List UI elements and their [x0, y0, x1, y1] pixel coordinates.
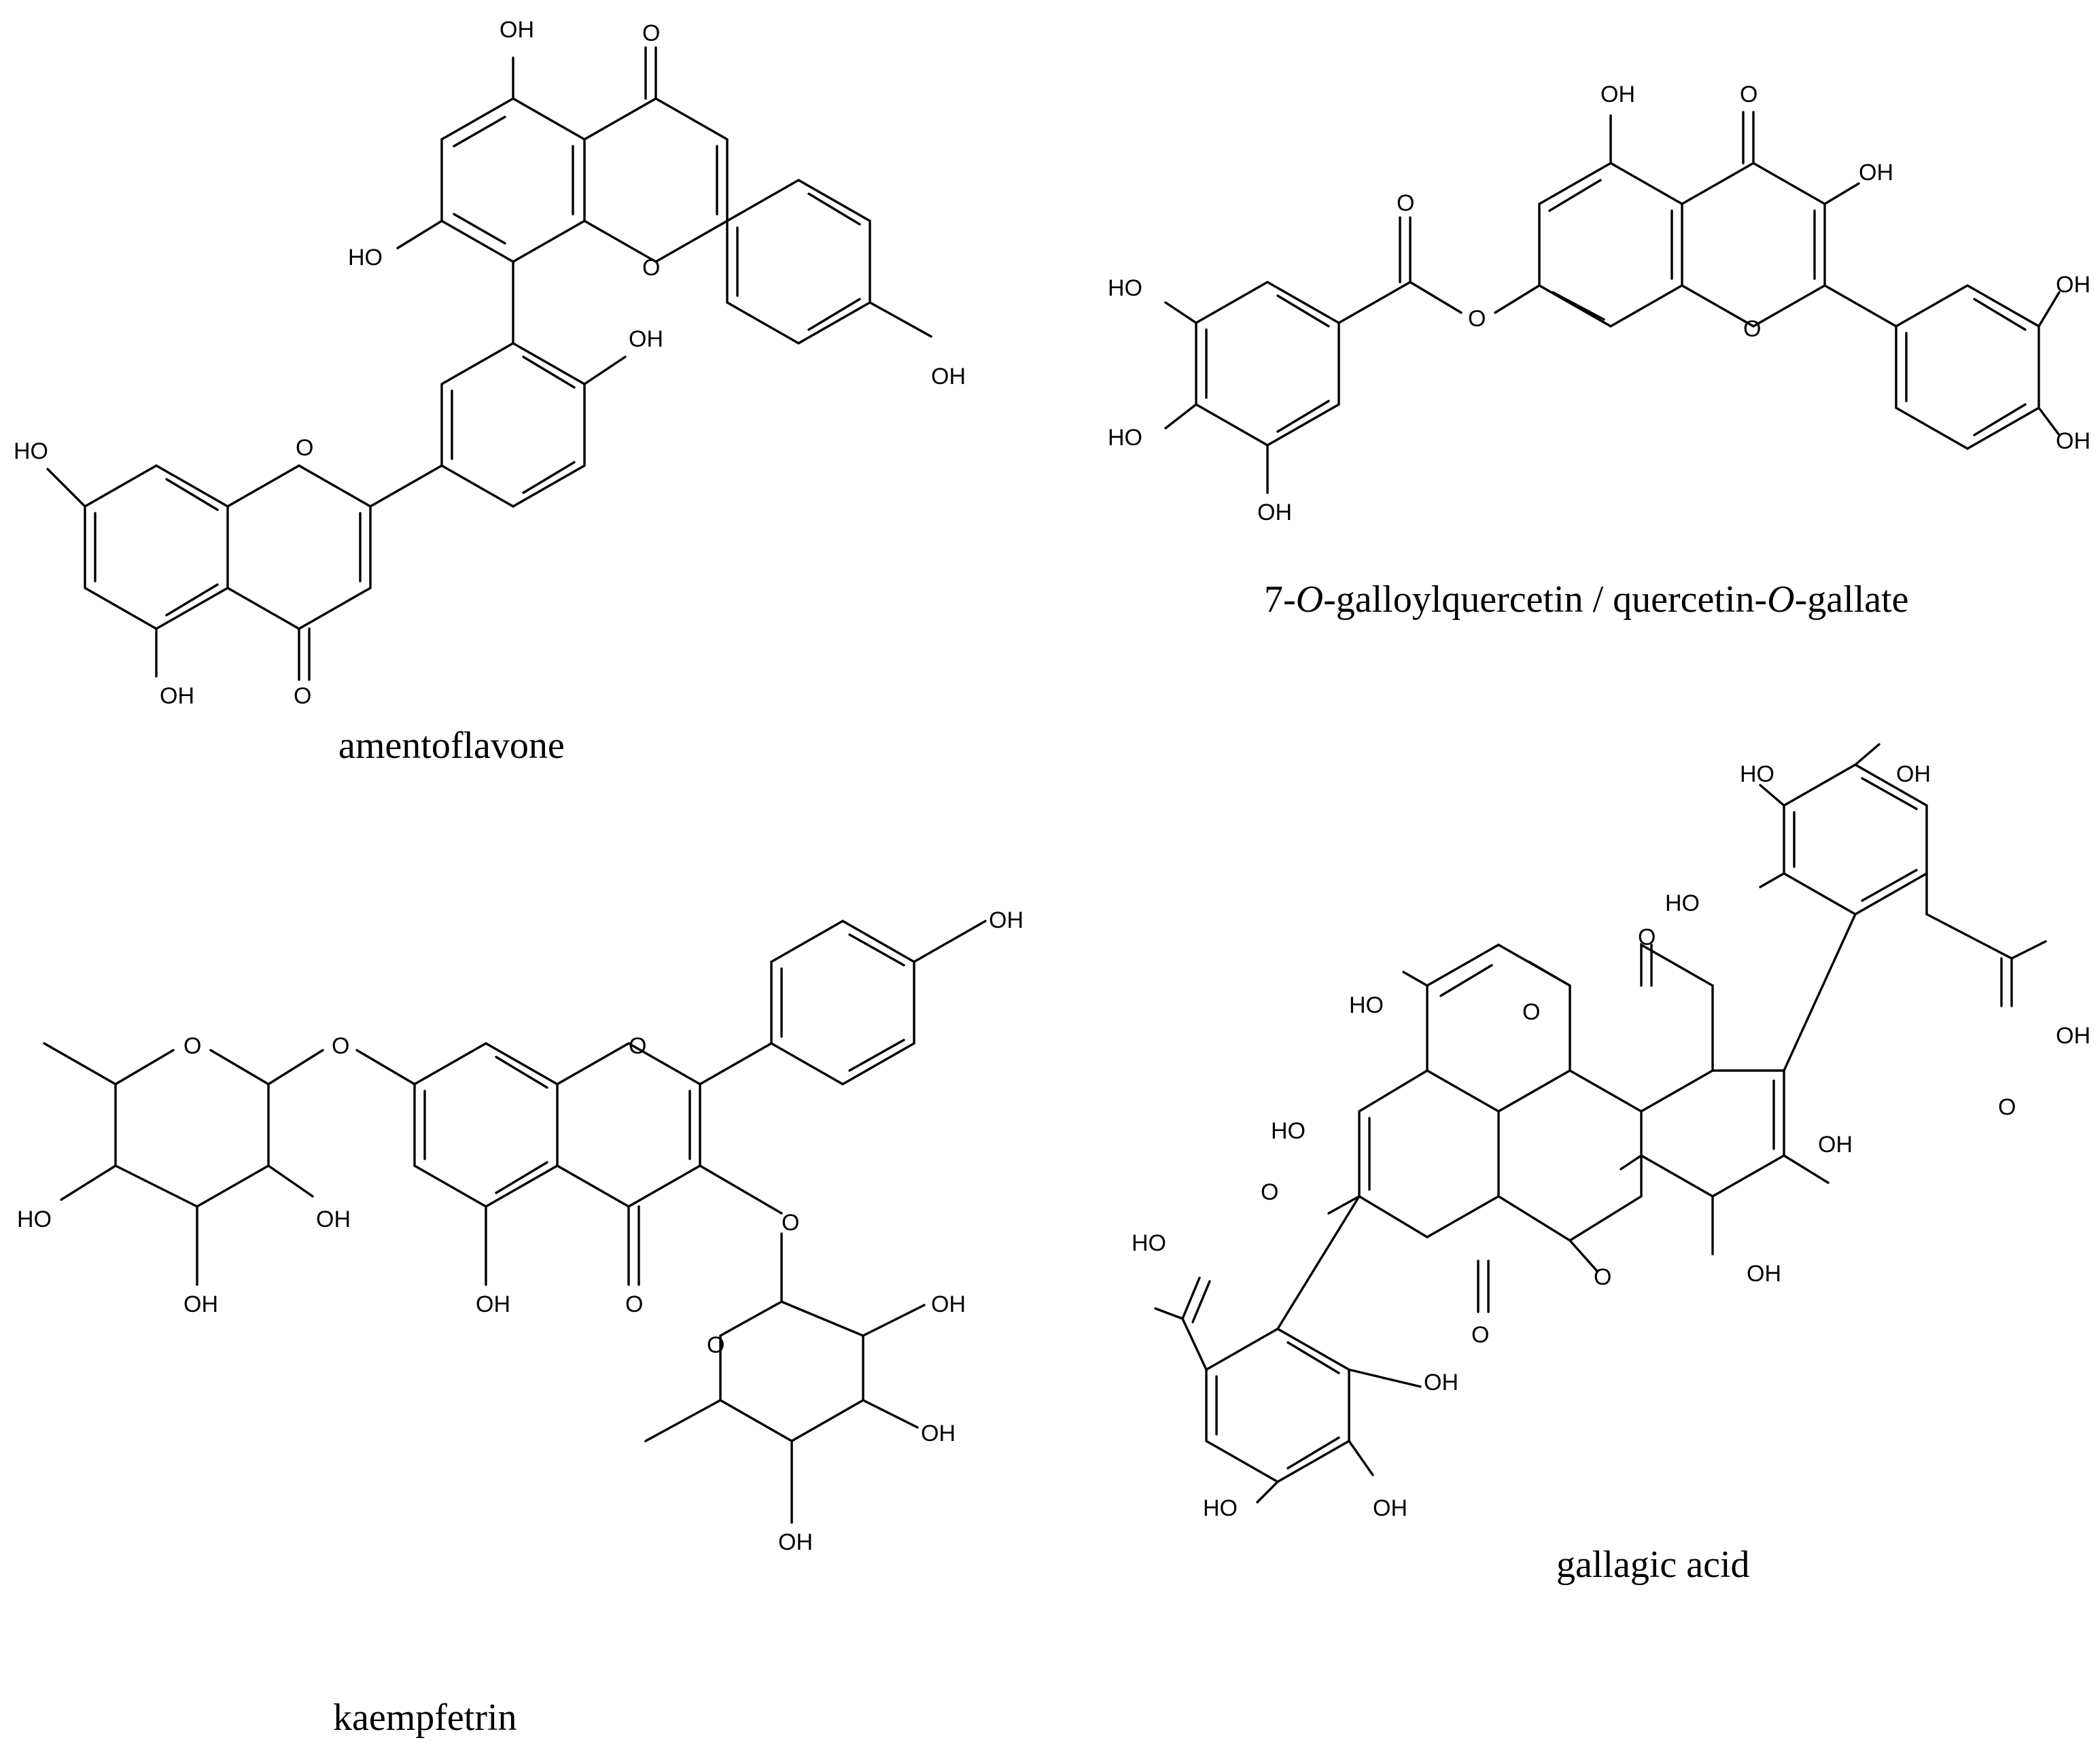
caption-part-italic: O [1767, 578, 1794, 621]
oxygen-label: O [296, 435, 313, 461]
gallagic-acid-structure: HO OH HO O HO O OH O HO OH O HO O OH O O… [1132, 743, 2090, 1521]
amentoflavone-structure: OH O HO O OH OH HO O OH O [14, 17, 966, 709]
oh-label: OH [1257, 500, 1292, 525]
oh-label: OH [160, 683, 194, 709]
caption-part: -gallate [1795, 578, 1909, 621]
ho-label: HO [1108, 275, 1142, 301]
ho-label: HO [1349, 992, 1384, 1018]
oxygen-label: O [1522, 999, 1540, 1025]
oh-label: OH [2056, 1023, 2090, 1049]
ho-label: HO [17, 1207, 52, 1232]
ho-label: HO [1740, 761, 1774, 787]
caption-part: -galloylquercetin / quercetin- [1323, 578, 1767, 621]
oxygen-label: O [1261, 1179, 1278, 1205]
oxygen-label: O [183, 1033, 201, 1059]
galloylquercetin-caption: 7-O-galloylquercetin / quercetin-O-galla… [1264, 578, 1909, 621]
oh-label: OH [183, 1291, 218, 1317]
oxygen-label: O [1998, 1094, 2016, 1120]
ho-label: HO [1108, 425, 1142, 451]
oxygen-label: O [1397, 190, 1414, 216]
ho-label: HO [1665, 890, 1700, 916]
oxygen-label: O [1638, 924, 1656, 950]
oh-label: OH [989, 907, 1023, 933]
oxygen-label: O [707, 1332, 724, 1358]
gallagic-acid-caption: gallagic acid [1556, 1544, 1750, 1586]
oh-label: OH [1600, 82, 1635, 107]
oh-label: OH [921, 1421, 956, 1446]
oxygen-label: O [1740, 82, 1757, 107]
oxygen-label: O [642, 255, 660, 281]
oxygen-label: O [1471, 1322, 1489, 1348]
oh-label: OH [2056, 428, 2090, 454]
oxygen-label: O [625, 1291, 643, 1317]
kaempfetrin-structure: O O O OH HO OH O OH OH O OH O OH OH [17, 907, 1023, 1555]
oh-label: OH [476, 1291, 510, 1317]
amentoflavone-caption: amentoflavone [338, 725, 565, 767]
oh-label: OH [2056, 272, 2090, 298]
caption-part: 7- [1264, 578, 1296, 621]
oxygen-label: O [332, 1033, 349, 1059]
ho-label: HO [14, 438, 48, 464]
oh-label: OH [629, 326, 663, 352]
oh-label: OH [1424, 1370, 1458, 1395]
oxygen-label: O [1468, 306, 1486, 332]
oh-label: OH [931, 364, 966, 389]
oh-label: OH [1818, 1132, 1853, 1158]
oxygen-label: O [294, 683, 311, 709]
oxygen-label: O [782, 1210, 799, 1236]
oh-label: OH [500, 17, 534, 43]
ho-label: HO [1271, 1118, 1306, 1144]
oh-label: OH [1859, 160, 1893, 186]
oh-label: OH [1373, 1495, 1407, 1521]
ho-label: HO [348, 245, 383, 271]
oh-label: OH [778, 1529, 813, 1555]
oxygen-label: O [629, 1033, 646, 1059]
oxygen-label: O [1743, 316, 1761, 342]
ho-label: HO [1132, 1230, 1166, 1256]
oh-label: OH [1896, 761, 1931, 787]
ho-label: HO [1203, 1495, 1238, 1521]
caption-part-italic: O [1296, 578, 1323, 621]
galloylquercetin-structure: OH O OH O HO O O OH HO OH OH [1108, 82, 2090, 525]
oh-label: OH [931, 1291, 966, 1317]
oxygen-label: O [1594, 1264, 1611, 1290]
oh-label: OH [316, 1207, 351, 1232]
oxygen-label: O [642, 20, 660, 46]
oh-label: OH [1747, 1261, 1781, 1287]
kaempfetrin-caption: kaempfetrin [333, 1697, 517, 1739]
